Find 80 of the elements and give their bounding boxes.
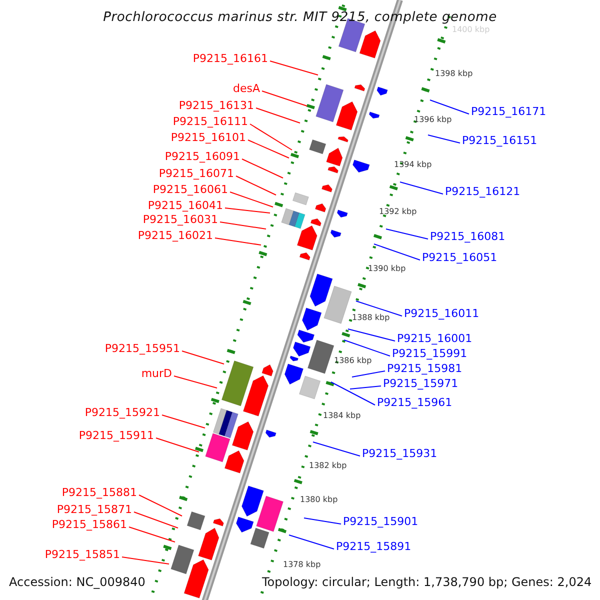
scale-label: 1390 kbp xyxy=(368,264,406,274)
leader-line xyxy=(374,244,420,260)
leader-line xyxy=(138,494,182,516)
leader-line xyxy=(214,238,262,246)
leader-line xyxy=(270,60,318,76)
scale-label: 1392 kbp xyxy=(379,207,417,217)
leader-line xyxy=(174,376,218,388)
gene-label: P9215_16071 xyxy=(158,167,234,181)
gene-label: P9215_15951 xyxy=(104,342,180,356)
gene-label: P9215_15911 xyxy=(78,429,154,443)
leader-line xyxy=(386,228,428,240)
leader-line xyxy=(288,534,334,550)
gene-label: P9215_16061 xyxy=(152,183,228,197)
gene-label: murD xyxy=(141,367,172,381)
scale-label: 1382 kbp xyxy=(309,461,347,471)
leader-line xyxy=(220,222,266,230)
gene-label: P9215_16161 xyxy=(192,52,268,66)
leader-line xyxy=(248,140,290,158)
leader-line xyxy=(428,134,460,144)
gene-label: P9215_16101 xyxy=(170,131,246,145)
gene-label: P9215_16131 xyxy=(178,99,254,113)
gene-label: P9215_15981 xyxy=(387,362,462,376)
scale-label: 1380 kbp xyxy=(300,495,338,505)
leader-line xyxy=(250,124,292,150)
leader-line xyxy=(344,340,390,356)
gene-label: P9215_16091 xyxy=(164,150,240,164)
map-title: Prochlorococcus marinus str. MIT 9215, complete genome xyxy=(102,11,498,25)
gene-label: P9215_16051 xyxy=(422,251,498,265)
gene-label: P9215_16121 xyxy=(445,185,520,199)
gene-label: P9215_16001 xyxy=(397,332,472,346)
scale-label: 1388 kbp xyxy=(352,313,390,323)
leader-line xyxy=(182,350,224,364)
gene-label: P9215_15881 xyxy=(62,486,137,500)
gene-label: P9215_16151 xyxy=(462,134,538,148)
leader-line xyxy=(134,512,178,528)
gene-label: P9215_15931 xyxy=(362,447,438,461)
leader-line xyxy=(262,90,308,106)
leader-line xyxy=(224,208,270,214)
scale-label: 1398 kbp xyxy=(435,69,473,79)
leader-line xyxy=(352,370,386,378)
scale-label: 1378 kbp xyxy=(283,560,321,570)
leader-line xyxy=(230,192,274,208)
gene-label: P9215_16011 xyxy=(404,307,480,321)
leader-line xyxy=(304,518,342,524)
scale-label: 1386 kbp xyxy=(334,356,372,366)
leader-line xyxy=(122,556,170,564)
genome-info-note: Topology: circular; Length: 1,738,790 bp; Genes: 2,024 xyxy=(262,575,592,589)
scale-label: 1396 kbp xyxy=(414,115,452,125)
gene-label: P9215_15961 xyxy=(377,396,452,410)
leader-line xyxy=(128,526,176,542)
leader-line xyxy=(330,382,376,406)
leader-line xyxy=(242,158,284,178)
leader-line xyxy=(348,328,396,342)
gene-label: P9215_15871 xyxy=(56,503,132,517)
scale-label: 1384 kbp xyxy=(323,411,361,421)
gene-label: P9215_16171 xyxy=(471,105,546,119)
gene-label: P9215_15971 xyxy=(383,377,458,391)
leader-line xyxy=(236,176,276,196)
gene-label: P9215_16031 xyxy=(142,213,218,227)
scale-label: 1394 kbp xyxy=(394,160,432,170)
gene-label: P9215_16111 xyxy=(172,115,248,129)
leader-line xyxy=(256,108,300,124)
leader-line xyxy=(312,442,360,456)
leader-line xyxy=(350,386,382,390)
gene-label: P9215_15901 xyxy=(343,515,418,529)
leader-line xyxy=(430,100,470,114)
leader-line xyxy=(162,414,206,428)
leader-line xyxy=(356,300,402,316)
gene-label: P9215_15921 xyxy=(84,406,160,420)
gene-label: P9215_15891 xyxy=(336,540,412,554)
gene-label: P9215_16021 xyxy=(138,229,213,243)
gene-label: P9215_15861 xyxy=(52,518,127,532)
accession-note: Accession: NC_009840 xyxy=(9,575,146,589)
gene-label: P9215_15851 xyxy=(44,548,120,562)
gene-label: P9215_16081 xyxy=(430,230,506,244)
leader-line xyxy=(156,438,200,452)
gene-label: P9215_16041 xyxy=(148,199,223,213)
gene-label: P9215_15991 xyxy=(392,347,468,361)
gene-label: desA xyxy=(232,82,260,96)
leader-line xyxy=(400,182,444,194)
